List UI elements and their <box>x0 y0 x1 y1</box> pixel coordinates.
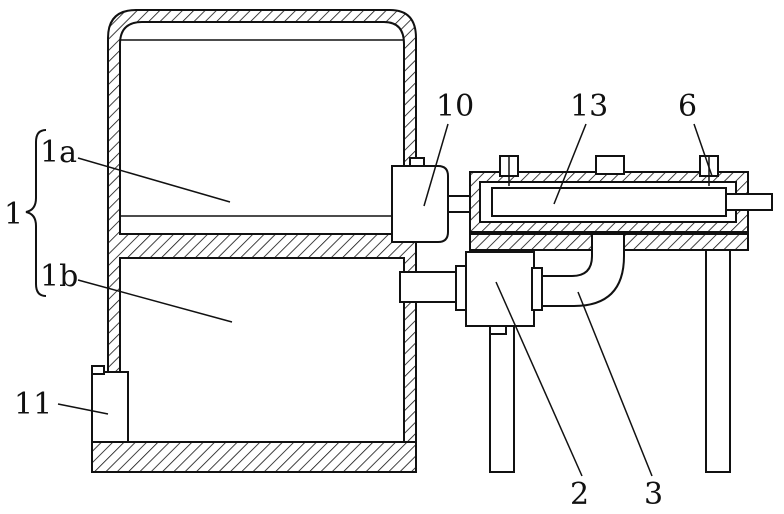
label-part-13: 13 <box>570 89 608 124</box>
part-10-valve <box>392 158 448 242</box>
label-part-3: 3 <box>644 477 663 512</box>
part-2-pump <box>400 252 542 334</box>
label-part-2: 2 <box>570 477 589 512</box>
label-lower-chamber: 1b <box>40 259 78 294</box>
part-11-block <box>92 366 128 442</box>
part-13-housing <box>470 156 772 232</box>
tank-housing <box>92 10 416 472</box>
label-part-6: 6 <box>678 89 697 124</box>
label-assembly: 1 <box>4 197 23 232</box>
label-part-10: 10 <box>436 89 474 124</box>
label-upper-chamber: 1a <box>40 135 77 170</box>
label-part-11: 11 <box>14 387 52 422</box>
upper-pipe <box>448 196 472 212</box>
